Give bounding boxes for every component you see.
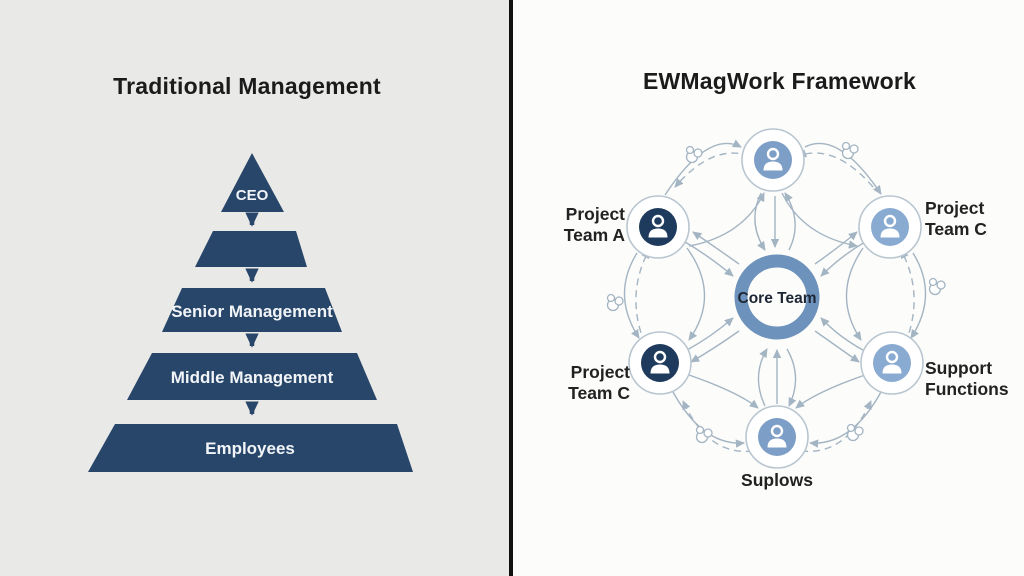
label-project-team-c-bottom-line2: Team C — [568, 383, 630, 403]
label-suplows: Suplows — [741, 470, 813, 490]
right-panel-title: EWMagWork Framework — [642, 68, 917, 94]
radial-arrow — [754, 192, 766, 251]
arc-arrow-dashed — [682, 400, 754, 453]
arc-arrow — [910, 252, 927, 339]
team-node-support — [860, 331, 924, 395]
label-project-team-c-top-line2: Team C — [925, 219, 987, 239]
core-ring — [734, 254, 820, 340]
team-node-project-c-top — [858, 195, 922, 259]
radial-arrow — [690, 330, 740, 363]
pyramid-level-employees — [88, 424, 413, 472]
team-node-project-a — [626, 195, 690, 259]
doodle-icon — [841, 141, 859, 160]
radial-arrow — [784, 192, 796, 251]
network-diagram: Core Team — [564, 128, 1009, 490]
label-support-functions-line2: Functions — [925, 379, 1009, 399]
radial-arrow — [692, 231, 740, 265]
radial-arrow — [757, 348, 768, 407]
arc-arrow — [623, 252, 640, 339]
pyramid-level-employees-label: Employees — [205, 439, 295, 458]
arc-arrow — [664, 139, 742, 196]
label-project-team-a-line2: Team A — [564, 225, 626, 245]
left-panel-title: Traditional Management — [113, 73, 381, 99]
radial-arrow — [686, 317, 734, 351]
arc-arrow-dashed — [635, 249, 650, 345]
radial-arrow — [814, 330, 860, 363]
core-team-label: Core Team — [738, 290, 817, 307]
petal-arrow — [686, 247, 706, 341]
radial-arrow — [684, 241, 734, 277]
pyramid-level-ceo-label: CEO — [236, 187, 269, 204]
doodle-icon — [928, 277, 946, 296]
petal-arrow — [688, 374, 759, 409]
pyramid-level-senior-label: Senior Management — [171, 302, 333, 321]
arc-arrow — [804, 142, 882, 195]
arc-arrow — [809, 391, 882, 448]
pyramid-level-2 — [195, 231, 307, 267]
arc-arrow-dashed — [800, 400, 872, 453]
team-node-project-c-bottom — [628, 331, 692, 395]
arc-arrow-dashed — [797, 149, 874, 188]
radial-arrows — [684, 192, 866, 407]
pyramid-diagram: CEO Senior Management Middle Management … — [88, 153, 413, 472]
pyramid-level-ceo — [221, 153, 284, 212]
outer-ring-arrows — [623, 139, 927, 453]
traditional-management-panel: Traditional Management CEO Senior Manage… — [0, 0, 510, 576]
team-node-bottom — [745, 405, 809, 469]
radial-arrow — [786, 348, 797, 407]
arc-arrow-dashed — [674, 152, 751, 188]
petal-arrow — [688, 192, 765, 247]
radial-arrow — [820, 317, 864, 351]
team-node-top — [741, 128, 805, 192]
pyramid-level-middle — [127, 353, 377, 400]
doodle-icon — [606, 293, 624, 312]
doodle-icon — [695, 425, 713, 444]
core-team-node: Core Team — [734, 254, 820, 340]
arc-arrow-dashed — [900, 249, 915, 345]
pyramid-level-senior — [162, 288, 342, 332]
label-support-functions-line1: Support — [925, 358, 992, 378]
label-project-team-c-bottom-line1: Project — [571, 362, 630, 382]
radial-arrow — [820, 241, 866, 277]
label-project-team-c-top-line1: Project — [925, 198, 984, 218]
radial-arrow — [814, 231, 858, 265]
pyramid-level-middle-label: Middle Management — [171, 368, 334, 387]
petal-arrow — [845, 247, 864, 341]
doodle-icon — [685, 145, 703, 164]
petal-arrow — [795, 374, 866, 409]
framework-panel: EWMagWork Framework — [513, 0, 1024, 576]
label-project-team-a-line1: Project — [566, 204, 625, 224]
panel-divider — [509, 0, 513, 576]
